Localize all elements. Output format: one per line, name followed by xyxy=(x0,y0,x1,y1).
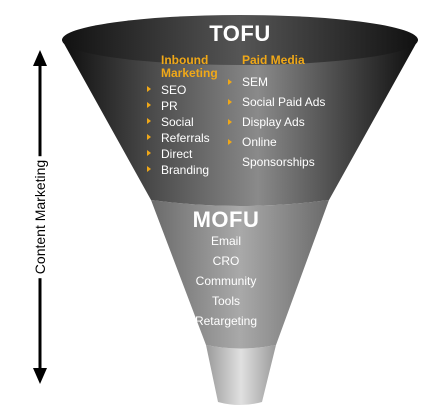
funnel-mofu-section xyxy=(151,200,329,349)
list-item-label: Sponsorships xyxy=(242,155,315,169)
bullet-arrow-icon xyxy=(228,139,232,145)
bullet-arrow-icon xyxy=(147,150,151,156)
funnel-bottom-section xyxy=(206,345,276,405)
list-item: Retargeting xyxy=(194,314,258,328)
list-item: Social Paid Ads xyxy=(228,92,325,112)
bullet-arrow-icon xyxy=(228,79,232,85)
list-item: Social xyxy=(147,114,210,130)
list-item: Online xyxy=(228,132,325,152)
inbound-heading-line1: Inbound xyxy=(161,53,209,67)
list-item: SEM xyxy=(228,72,325,92)
list-item: Display Ads xyxy=(228,112,325,132)
bullet-arrow-icon xyxy=(147,86,151,92)
paid-media-list: SEM Social Paid Ads Display Ads Online S… xyxy=(228,72,325,172)
list-item: Direct xyxy=(147,146,210,162)
bullet-arrow-icon xyxy=(147,166,151,172)
bullet-arrow-icon xyxy=(228,119,232,125)
list-item: Email xyxy=(210,234,241,248)
list-item: CRO xyxy=(212,254,240,268)
list-item-continuation: Sponsorships xyxy=(228,152,325,172)
inbound-marketing-heading: Inbound Marketing xyxy=(161,54,218,80)
list-item-label: Social Paid Ads xyxy=(242,95,326,109)
list-item-label: SEO xyxy=(161,83,187,97)
list-item: PR xyxy=(147,98,210,114)
inbound-heading-line2: Marketing xyxy=(161,66,218,80)
list-item-label: Online xyxy=(242,135,277,149)
mofu-title: MOFU xyxy=(192,207,260,232)
funnel-top-rim xyxy=(62,15,418,65)
list-item-label: Social xyxy=(161,115,194,129)
list-item-label: PR xyxy=(161,99,178,113)
paid-media-heading: Paid Media xyxy=(242,53,305,67)
list-item-label: Branding xyxy=(161,163,210,177)
inbound-marketing-list: SEO PR Social Referrals Direct Branding xyxy=(147,82,210,178)
list-item: SEO xyxy=(147,82,210,98)
side-axis-label: Content Marketing xyxy=(32,155,48,279)
list-item-label: SEM xyxy=(242,75,269,89)
list-item: Referrals xyxy=(147,130,210,146)
list-item: Community xyxy=(195,274,257,288)
funnel-tofu-section xyxy=(62,40,418,206)
list-item-label: Display Ads xyxy=(242,115,305,129)
bullet-arrow-icon xyxy=(147,118,151,124)
bullet-arrow-icon xyxy=(228,99,232,105)
tofu-title: TOFU xyxy=(209,21,271,46)
mofu-list: Email CRO Community Tools Retargeting xyxy=(184,231,268,331)
bullet-arrow-icon xyxy=(147,134,151,140)
list-item: Branding xyxy=(147,162,210,178)
list-item-label: Direct xyxy=(161,147,193,161)
bullet-arrow-icon xyxy=(147,102,151,108)
list-item: Tools xyxy=(211,294,240,308)
list-item-label: Referrals xyxy=(161,131,210,145)
